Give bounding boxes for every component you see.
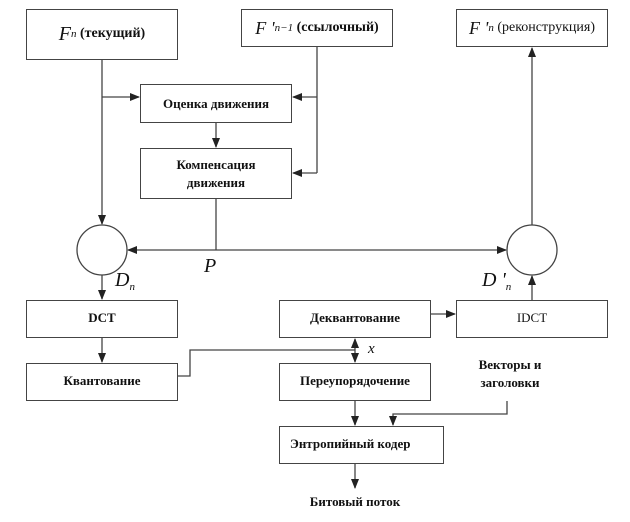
vectors-label-1: Векторы и — [478, 357, 542, 372]
quantization-label: Квантование — [63, 373, 141, 388]
vectors-label-2: заголовки — [480, 375, 540, 391]
reference-frame-symbol: F ' — [255, 17, 275, 38]
dequantization-label: Деквантование — [309, 310, 401, 325]
dn-symbol: D — [115, 269, 130, 291]
current-frame-label: (текущий) — [79, 26, 146, 42]
p-label: P — [204, 255, 217, 277]
entropy-coder-label: Энтропийный кодер — [290, 436, 411, 451]
edge-quant-to-x — [178, 349, 355, 377]
motion-compensation-label-2: движения — [186, 174, 246, 190]
idct-label: IDCT — [516, 310, 548, 325]
idct-box: IDCT — [456, 300, 608, 338]
dequantization-box: Деквантование — [279, 300, 431, 338]
reconstructed-frame-symbol: F ' — [468, 17, 489, 38]
reorder-label: Переупорядочение — [300, 373, 410, 388]
current-frame-symbol: F — [58, 23, 71, 45]
reconstructed-frame-sub: n — [488, 21, 494, 34]
reconstructed-frame-box: F 'n (реконструкция) — [456, 9, 608, 47]
reference-frame-sub: n−1 — [274, 21, 294, 34]
dn-prime-label: D 'n — [482, 269, 511, 293]
reconstructed-frame-label: (реконструкция) — [497, 19, 596, 35]
dn-prime-symbol: D ' — [482, 269, 506, 291]
motion-estimation-label: Оценка движения — [162, 95, 270, 111]
reorder-box: Переупорядочение — [279, 363, 431, 401]
dn-prime-sub: n — [505, 281, 512, 294]
dn-sub: n — [129, 281, 135, 294]
vectors-headers-label: Векторы и заголовки — [470, 356, 550, 392]
dct-label: DCT — [88, 310, 116, 325]
edge-vectors-to-entropy — [389, 401, 508, 426]
dn-label: Dn — [115, 269, 135, 293]
entropy-coder-box: Энтропийный кодер — [279, 426, 444, 464]
motion-estimation-box: Оценка движения — [140, 84, 292, 123]
motion-compensation-label-1: Компенсация — [176, 156, 256, 172]
quantization-box: Квантование — [26, 363, 178, 401]
subtractor-node — [76, 224, 128, 276]
bitstream-label: Битовый поток — [309, 494, 401, 509]
reference-frame-label: (ссылочный) — [296, 19, 379, 35]
motion-compensation-box: Компенсация движения — [140, 148, 292, 199]
dct-box: DCT — [26, 300, 178, 338]
adder-node — [506, 224, 558, 276]
reference-frame-box: F 'n−1 (ссылочный) — [241, 9, 393, 47]
x-label: x — [368, 341, 375, 357]
current-frame-sub: n — [70, 28, 77, 41]
